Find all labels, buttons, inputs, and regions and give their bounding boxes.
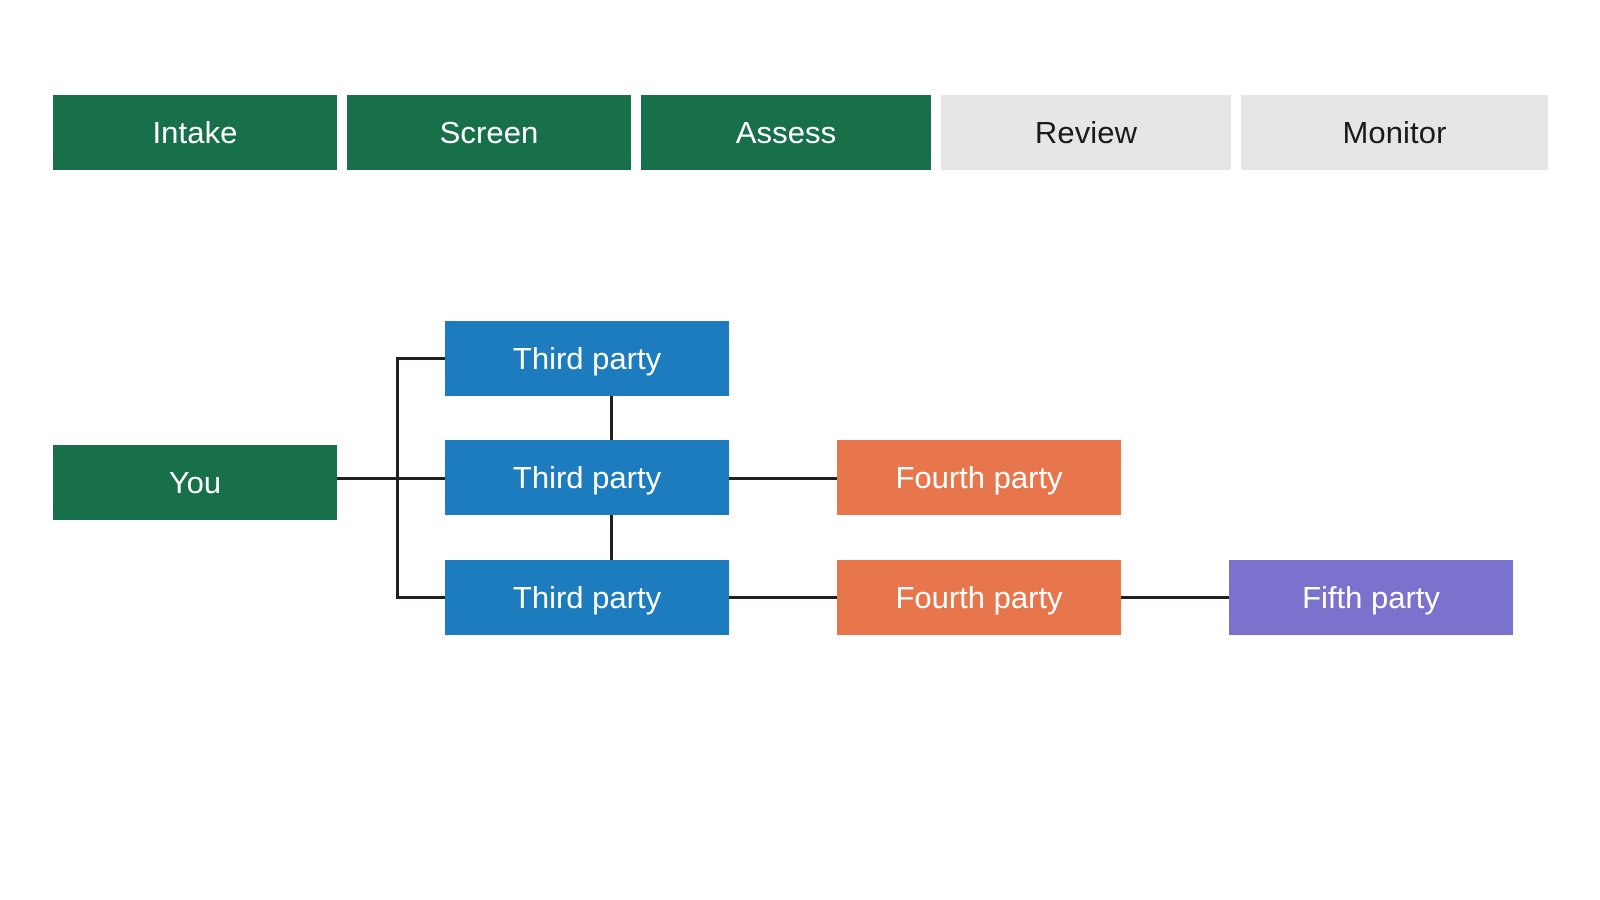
- connector-trunk-to-third-middle: [396, 477, 445, 480]
- phase-tile-intake[interactable]: Intake: [53, 95, 337, 170]
- phase-tile-monitor[interactable]: Monitor: [1241, 95, 1548, 170]
- phase-tile-screen[interactable]: Screen: [347, 95, 631, 170]
- node-fifth-6[interactable]: Fifth party: [1229, 560, 1513, 635]
- node-fourth-4[interactable]: Fourth party: [837, 440, 1121, 515]
- connector-trunk-to-third-top: [396, 357, 445, 360]
- connector-you-to-trunk: [337, 477, 397, 480]
- connector-trunk-to-third-bottom: [396, 596, 445, 599]
- phase-tile-assess[interactable]: Assess: [641, 95, 931, 170]
- node-third-2[interactable]: Third party: [445, 440, 729, 515]
- node-third-1[interactable]: Third party: [445, 321, 729, 396]
- connector-third-middle-to-bottom: [610, 515, 613, 563]
- connector-fourth-to-fifth: [1121, 596, 1231, 599]
- node-you-0[interactable]: You: [53, 445, 337, 520]
- node-fourth-5[interactable]: Fourth party: [837, 560, 1121, 635]
- connector-third-bottom-to-fourth: [729, 596, 839, 599]
- connector-third-top-to-middle: [610, 396, 613, 444]
- connector-third-middle-to-fourth: [729, 477, 839, 480]
- phase-tile-review[interactable]: Review: [941, 95, 1231, 170]
- node-third-3[interactable]: Third party: [445, 560, 729, 635]
